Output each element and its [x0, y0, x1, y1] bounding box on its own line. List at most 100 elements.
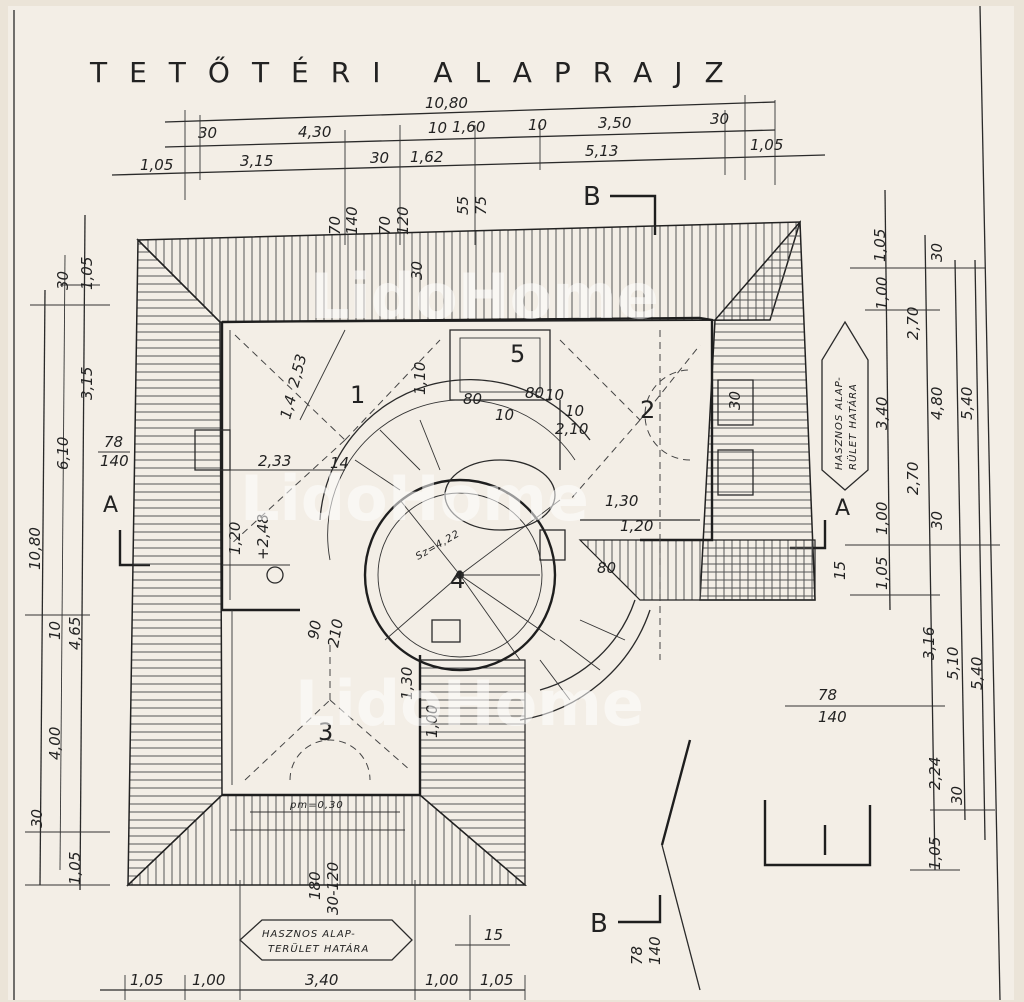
opening-2-top: 70 — [376, 216, 394, 235]
bottom-boundary-note: HASZNOS ALAP- TERÜLET HATÁRA — [239, 919, 413, 961]
dim-left-5: 10,80 — [26, 527, 44, 570]
dim-inner-10: 10 — [565, 402, 584, 420]
dim-left-3: 3,15 — [78, 367, 96, 400]
spiral-staircase — [319, 378, 651, 721]
dim-right-3: 1,00 — [873, 277, 891, 310]
dim-right-11: 1,05 — [873, 557, 891, 590]
dim-inner-13: 1,20 — [620, 517, 653, 535]
opening-5-top: 90 — [304, 619, 325, 641]
dim-inner-2: 1,4 — [276, 393, 300, 421]
opening-5-bottom: 210 — [324, 617, 347, 648]
dim-right-2: 30 — [928, 243, 946, 262]
dim-left-4: 6,10 — [54, 437, 72, 470]
dim-right-14: 5,10 — [944, 647, 962, 680]
dim-overall-width: 10,80 — [425, 94, 468, 112]
dim-left-1: 1,05 — [78, 257, 96, 290]
dim-right-13: 3,16 — [920, 627, 938, 660]
dim-inner-15: 1,00 — [423, 705, 441, 738]
dim-top-r2-1: 30 — [198, 124, 217, 142]
left-dimensions: 1,05 30 3,15 6,10 10,80 10 4,65 4,00 30 … — [25, 214, 110, 891]
bottom-dimensions: 1,05 1,00 3,40 1,00 1,05 15 — [100, 880, 526, 1000]
opening-3-top: 55 — [454, 196, 472, 215]
opening-7-top: 78 — [818, 686, 837, 704]
dim-top-r2-6: 3,50 — [598, 114, 631, 132]
dim-right-18: 1,05 — [926, 837, 944, 870]
dim-top-r2-3: 10 — [428, 119, 447, 137]
dim-inner-14: 80 — [597, 559, 616, 577]
dim-left-10: 1,05 — [66, 852, 84, 885]
section-b-bottom-line — [618, 895, 662, 924]
dim-inner-3: 2,33 — [258, 452, 291, 470]
opening-2-bottom: 120 — [394, 206, 412, 235]
dim-bottom-2: 1,00 — [192, 971, 225, 989]
dim-right-1: 1,05 — [871, 229, 889, 262]
dim-top-r3-5: 5,13 — [585, 142, 618, 160]
section-a-right: A — [835, 496, 850, 521]
opening-4-bottom: 140 — [100, 452, 129, 470]
roof-ridge-lines — [229, 330, 701, 781]
sill-label: pm=0,30 — [289, 800, 344, 811]
dim-right-12: 15 — [831, 561, 849, 580]
watermark-1: LidoHome — [310, 260, 659, 333]
dim-inner-6: 80 — [463, 390, 482, 408]
dim-inner-7: 10 — [545, 386, 564, 404]
dim-right-5: 3,40 — [873, 397, 891, 430]
dim-top-r3-1: 1,05 — [140, 156, 173, 174]
opening-1-bottom: 140 — [343, 206, 361, 235]
right-note-line-1: HASZNOS ALAP- — [834, 376, 845, 470]
room-2-label: 2 — [640, 396, 655, 424]
room-5-label: 5 — [510, 340, 525, 368]
opening-6-bottom: 30-120 — [324, 862, 342, 915]
dim-right-17: 30 — [948, 786, 966, 805]
dim-bottom-4: 1,00 — [425, 971, 458, 989]
dim-right-9: 1,00 — [873, 502, 891, 535]
dim-right-7: 5,40 — [958, 387, 976, 420]
dim-inner-11: 2,10 — [555, 420, 588, 438]
dim-inner-9: 10 — [495, 406, 514, 424]
top-dimensions: 10,80 30 4,30 10 1,60 10 3,50 30 1,05 3,… — [111, 94, 826, 245]
dim-top-r2-5: 10 — [528, 116, 547, 134]
opening-7-bottom: 140 — [818, 708, 847, 726]
dim-top-r2-2: 4,30 — [298, 123, 331, 141]
dim-top-r3-4: 1,62 — [410, 148, 443, 166]
plan-title: TETŐTÉRI ALAPRAJZ — [89, 55, 746, 89]
sheet-border-right — [979, 5, 1001, 1001]
dim-top-r2-4: 1,60 — [452, 118, 485, 136]
right-boundary-note: HASZNOS ALAP- RÜLET HATÁRA — [821, 320, 869, 491]
right-note-line-2: RÜLET HATÁRA — [846, 383, 859, 470]
dim-left-9: 30 — [28, 809, 46, 828]
section-b-top: B — [583, 182, 601, 212]
terrace-edge — [660, 739, 872, 991]
room-1-label: 1 — [350, 381, 365, 409]
dim-inner-12: 1,30 — [605, 492, 638, 510]
dim-inner-16: 1,30 — [398, 667, 416, 700]
dim-top-r2-7: 30 — [710, 110, 729, 128]
section-a-left: A — [103, 493, 118, 518]
dim-bottom-3: 3,40 — [305, 971, 338, 989]
dim-right-16: 2,24 — [926, 757, 944, 790]
dim-top-r3-2: 3,15 — [240, 152, 273, 170]
opening-8-bottom: 140 — [646, 936, 664, 965]
dim-right-6: 4,80 — [928, 387, 946, 420]
room-3-label: 3 — [318, 718, 333, 746]
dim-bottom-1: 1,05 — [130, 971, 163, 989]
bottom-note-line-2: TERÜLET HATÁRA — [268, 942, 369, 955]
dim-right-8: 2,70 — [904, 462, 922, 495]
dim-top-r3-3: 30 — [370, 149, 389, 167]
dim-inner-17: 1,10 — [411, 362, 429, 395]
dim-right-15: 5,40 — [968, 657, 986, 690]
bottom-note-line-1: HASZNOS ALAP- — [262, 929, 356, 940]
dim-inner-18: 30 — [726, 391, 744, 410]
dim-right-4: 2,70 — [904, 307, 922, 340]
top-opening-labels: 70 140 70 120 55 75 — [326, 196, 490, 235]
dim-bottom-6: 15 — [484, 926, 503, 944]
dim-left-6: 10 — [46, 621, 64, 640]
dim-inner-19: 30 — [408, 261, 426, 280]
dim-inner-8: 80 — [525, 384, 544, 402]
dim-inner-4: +2,48 — [254, 514, 272, 560]
dim-left-2: 30 — [54, 271, 72, 290]
watermark-2: LidoHome — [240, 462, 589, 535]
walls — [194, 316, 754, 797]
watermark-3: LidoHome — [295, 667, 644, 740]
